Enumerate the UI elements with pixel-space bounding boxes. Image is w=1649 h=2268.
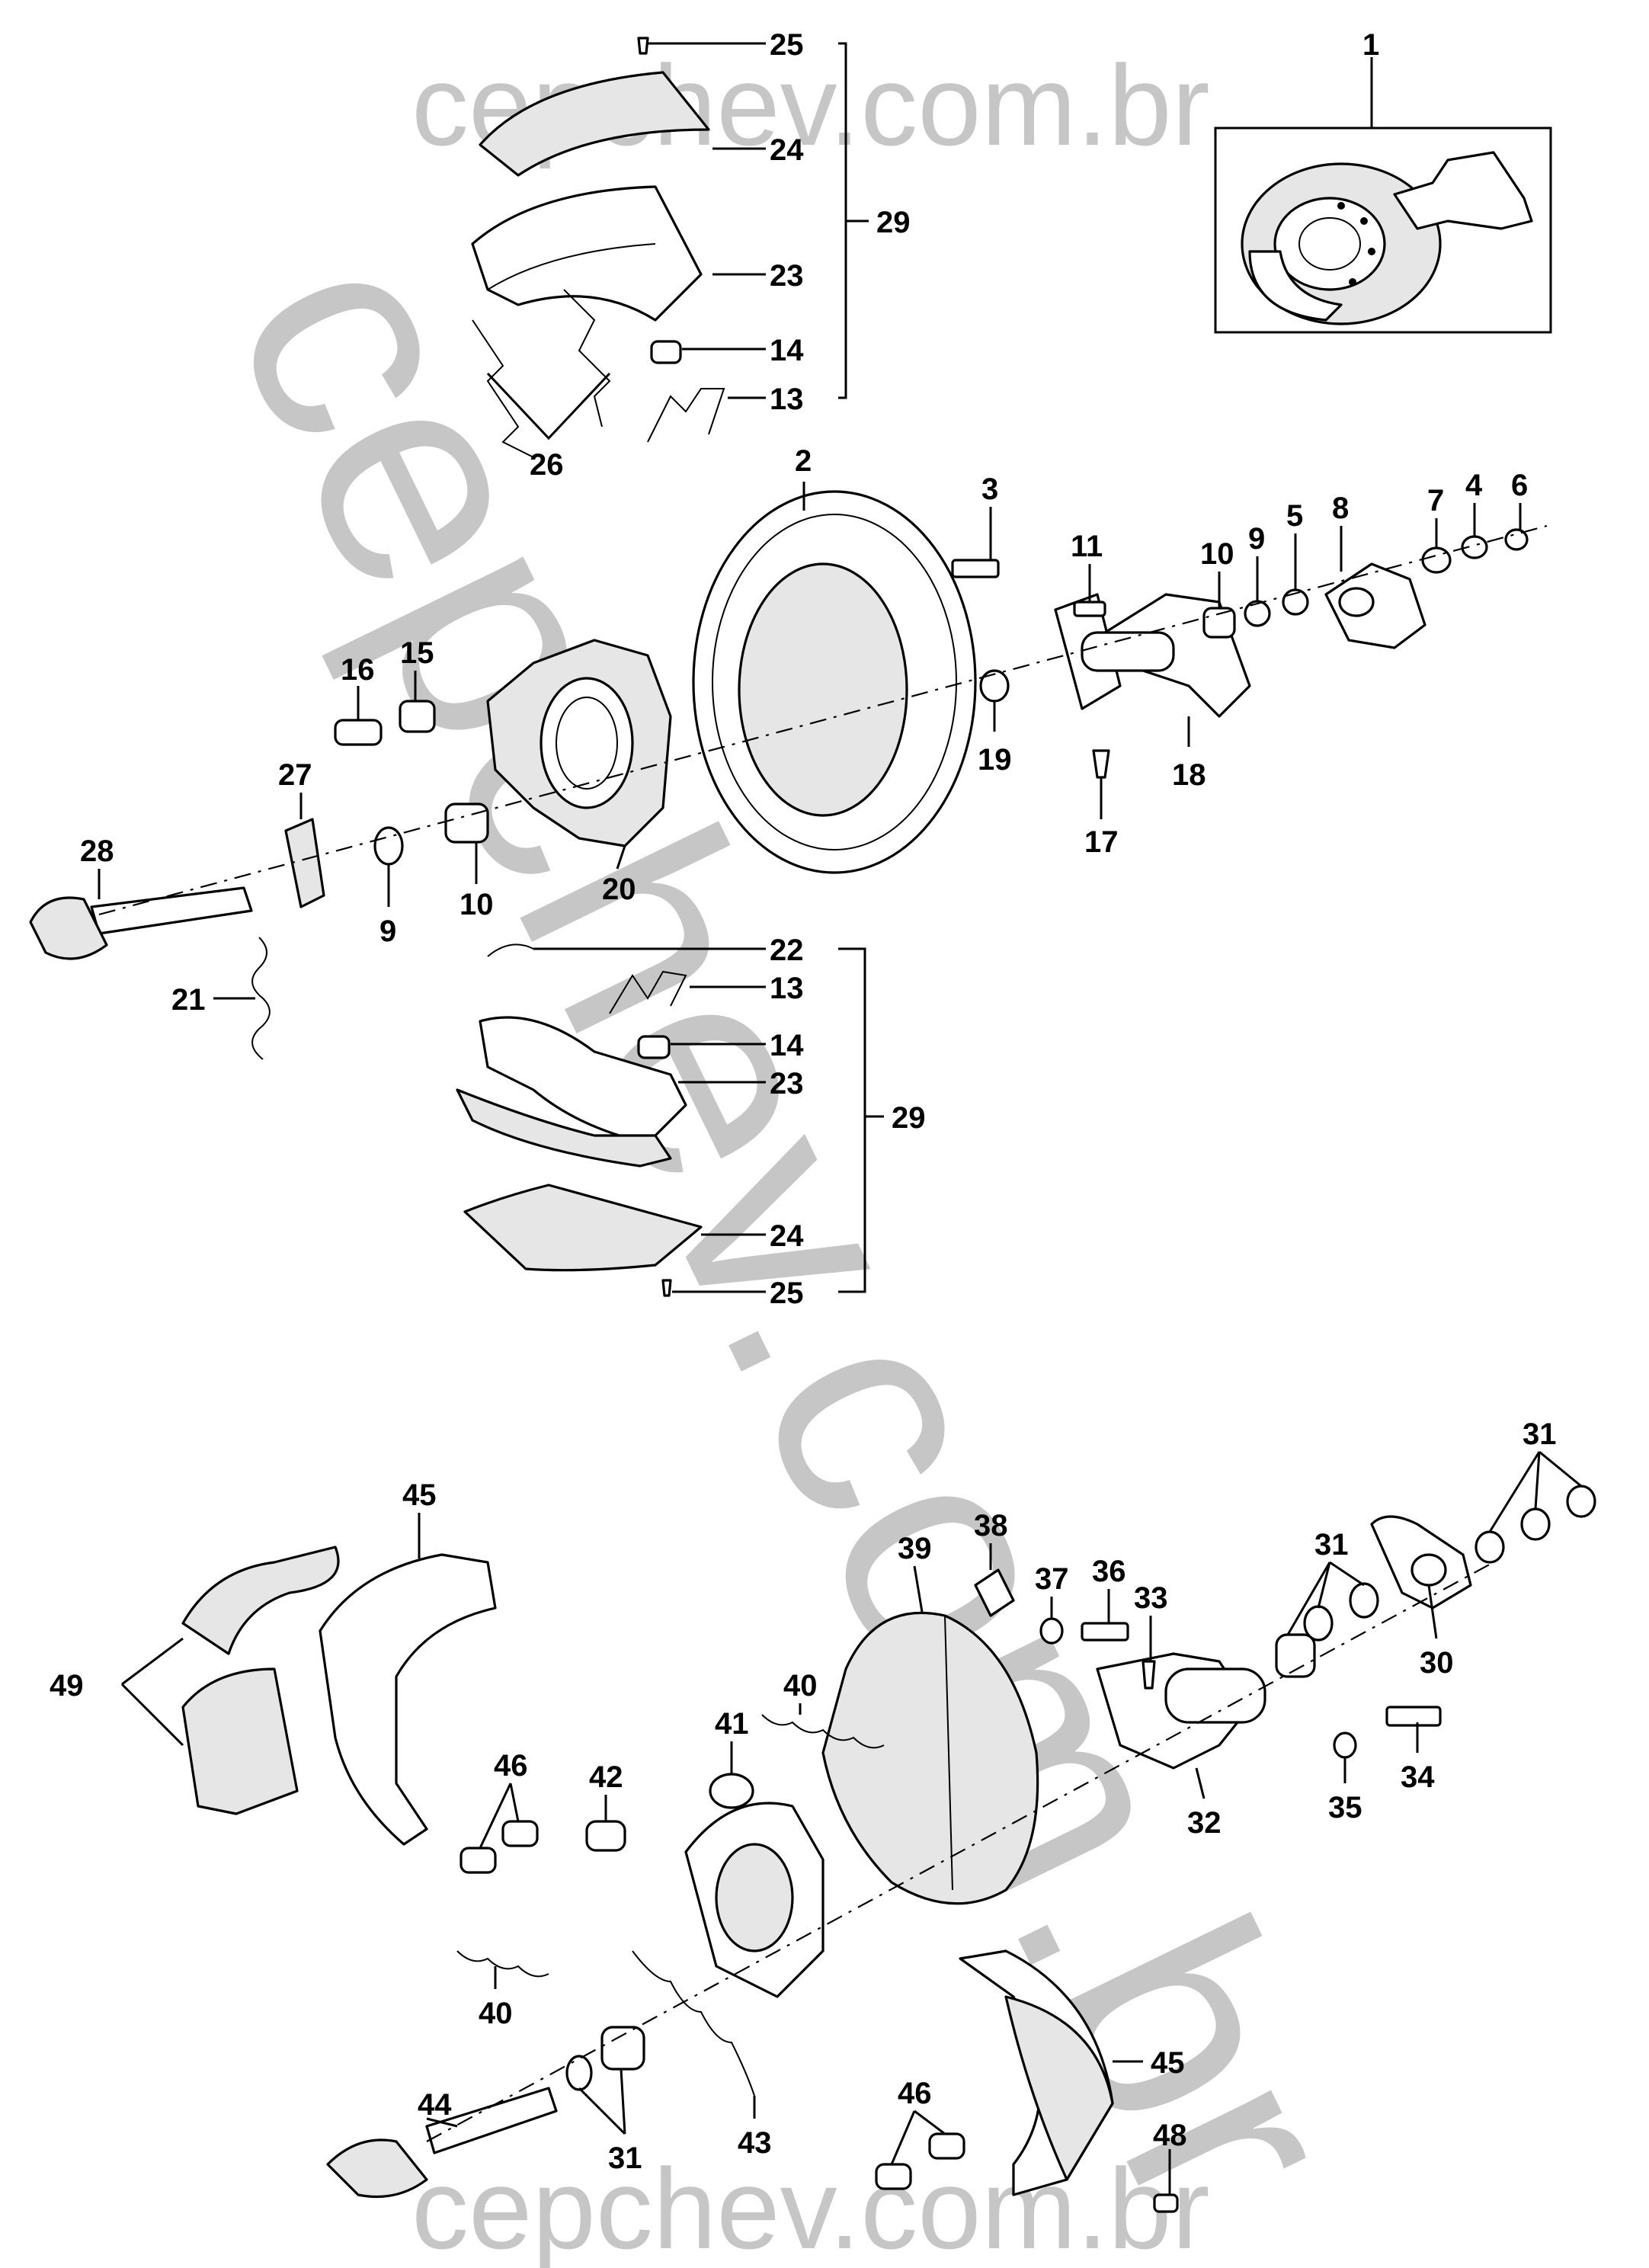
callout-31b: 31 (1314, 1528, 1349, 1562)
callout-31a: 31 (1523, 1418, 1557, 1451)
callout-6: 6 (1511, 469, 1528, 502)
callout-30: 30 (1420, 1646, 1454, 1680)
callout-19: 19 (978, 743, 1012, 777)
callout-9b: 9 (379, 915, 396, 948)
callout-29b: 29 (892, 1101, 926, 1135)
callout-29: 29 (876, 206, 911, 239)
callout-40b: 40 (479, 1997, 513, 2030)
callout-20: 20 (602, 873, 636, 906)
callout-42: 42 (589, 1760, 623, 1794)
callout-14: 14 (770, 334, 804, 367)
callout-24b: 24 (770, 1219, 804, 1253)
callout-9: 9 (1248, 522, 1265, 556)
callout-25: 25 (770, 28, 804, 62)
callout-45b: 45 (1151, 2046, 1185, 2080)
callout-45a: 45 (402, 1478, 437, 1512)
callout-17: 17 (1084, 825, 1119, 859)
callout-1: 1 (1362, 28, 1379, 62)
callout-38: 38 (974, 1509, 1008, 1542)
callout-41: 41 (715, 1707, 749, 1741)
callout-33: 33 (1134, 1581, 1168, 1615)
callout-13b: 13 (770, 972, 804, 1005)
callout-7: 7 (1427, 484, 1444, 517)
assembly-inset (1214, 127, 1552, 334)
callout-46a: 46 (494, 1749, 528, 1783)
callout-labels: 1 25 24 29 23 14 13 26 2 3 7 4 6 8 5 9 1… (50, 28, 1557, 2175)
callout-18: 18 (1172, 758, 1206, 792)
upper-shoe-parts (471, 37, 725, 458)
callout-48: 48 (1153, 2119, 1187, 2152)
callout-10: 10 (1200, 537, 1234, 571)
leader-lines (98, 42, 1582, 2195)
callout-26: 26 (530, 448, 564, 482)
callout-23b: 23 (770, 1067, 804, 1100)
callout-27: 27 (278, 758, 312, 792)
callout-14b: 14 (770, 1029, 804, 1062)
callout-23: 23 (770, 259, 804, 293)
callout-43: 43 (738, 2126, 772, 2160)
callout-11: 11 (1071, 530, 1103, 563)
callout-2: 2 (795, 444, 812, 478)
callout-3: 3 (981, 472, 998, 506)
callout-31c: 31 (608, 2141, 642, 2175)
callout-46b: 46 (898, 2077, 932, 2110)
callout-13: 13 (770, 383, 804, 416)
middle-assembly-parts (29, 490, 1548, 1060)
callout-16: 16 (341, 653, 375, 687)
callout-4: 4 (1465, 469, 1483, 502)
callout-35: 35 (1328, 1791, 1362, 1824)
callout-24: 24 (770, 133, 804, 167)
callout-10b: 10 (459, 888, 494, 921)
callout-36: 36 (1092, 1555, 1126, 1588)
callout-8: 8 (1332, 492, 1349, 525)
callout-25b: 25 (770, 1277, 804, 1310)
callout-22: 22 (770, 934, 804, 967)
callout-28: 28 (80, 834, 114, 868)
callout-5: 5 (1286, 499, 1303, 533)
callout-32: 32 (1187, 1806, 1222, 1840)
callout-40a: 40 (783, 1669, 818, 1703)
callout-37: 37 (1035, 1562, 1069, 1596)
callout-34: 34 (1401, 1760, 1435, 1794)
lower-shoe-parts (456, 943, 703, 1297)
callout-49: 49 (50, 1669, 84, 1703)
callout-44: 44 (418, 2088, 452, 2122)
callout-21: 21 (171, 983, 206, 1017)
callout-39: 39 (898, 1532, 932, 1565)
callout-15: 15 (400, 636, 434, 670)
bottom-assembly-parts (181, 1485, 1596, 2213)
